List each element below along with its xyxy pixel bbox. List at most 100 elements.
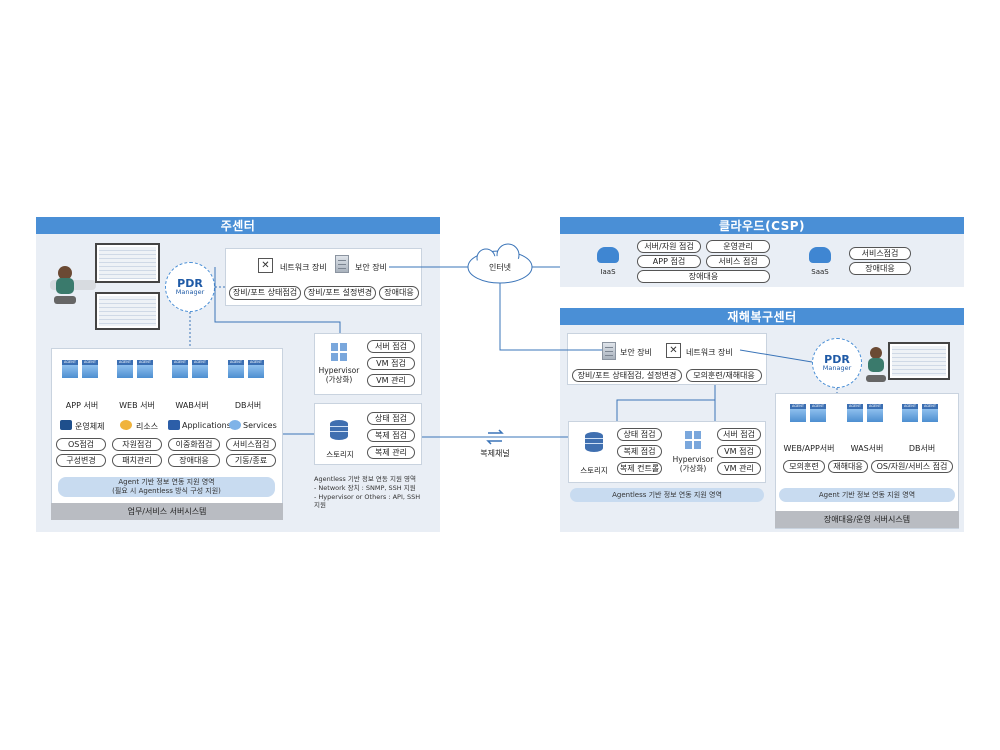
main-net-pill-incident: 장애대응 [379,286,419,300]
operator-chair [54,296,76,304]
main-st-pill-replica-check: 복제 점검 [367,429,415,442]
line-dr-net-down [616,385,716,421]
iaas-pill-server: 서버/자원 점검 [637,240,701,253]
dr-operator-body [868,358,884,372]
services-icon [229,420,241,430]
dr-pdr-manager-sub: Manager [822,363,852,372]
dr-network-switch-icon: ✕ [666,343,681,358]
main-pill-config-change: 구성변경 [56,454,106,467]
main-st-pill-replica-manage: 복제 관리 [367,446,415,459]
dr-pill-drill: 모의훈련 [783,460,825,473]
pdr-manager-main[interactable]: PDR Manager [165,262,215,312]
server-label-wab: WAB서버 [175,401,209,410]
dr-hv-pill-vm-manage: VM 관리 [717,462,761,475]
main-pill-incident: 장애대응 [168,454,220,467]
main-hv-pill-vm-manage: VM 관리 [367,374,415,387]
dr-storage-label: 스토리지 [580,466,608,475]
dashboard-monitor-top [95,243,160,283]
agent-server-icon: AGENT [810,404,826,422]
saas-pill-service: 서비스점검 [849,247,911,260]
line-internet-to-dr [499,280,602,351]
iaas-pill-ops: 운영관리 [706,240,770,253]
agent-server-icon: AGENT [137,360,153,378]
cloud-header: 클라우드(CSP) [560,217,964,234]
iaas-pill-incident: 장애대응 [637,270,770,283]
dr-pdr-manager-name: PDR [824,352,850,366]
operator-body [56,278,74,294]
dr-agent-bar: Agent 기반 정보 연동 지원 영역 [779,488,955,502]
iaas-label: IaaS [600,268,616,276]
agentless-note: Agentless 기반 정보 연동 지원 영역 - Network 장치 : … [314,475,421,510]
category-applications: Applications [182,421,231,430]
agent-server-icon: AGENT [62,360,78,378]
dr-net-pill-drill: 모의훈련/재해대응 [686,369,762,382]
dashboard-monitor-bottom [95,292,160,330]
category-resource: 리소스 [136,422,159,431]
main-pill-service-check: 서비스점검 [226,438,276,451]
main-pill-resource-check: 자원점검 [112,438,162,451]
pdr-manager-dr[interactable]: PDR Manager [812,338,862,388]
applications-icon [168,420,180,430]
dr-dashboard-monitor [888,342,950,380]
dr-net-device-label: 네트워크 장비 [686,348,733,357]
saas-cloud-icon [809,247,831,263]
dr-security-device-icon [602,342,616,360]
agent-server-icon: AGENT [847,404,863,422]
agent-server-icon: AGENT [172,360,188,378]
agent-server-icon: AGENT [867,404,883,422]
pdr-manager-sub: Manager [175,287,205,296]
replication-arrows-icon [486,429,504,445]
dr-gray-bar: 장애대응/운영 서버시스템 [775,511,959,528]
main-pill-patch: 패치관리 [112,454,162,467]
main-sec-device-label: 보안 장비 [355,263,387,272]
operator-illustration [50,262,100,308]
main-pill-redundancy-check: 이중화점검 [168,438,220,451]
dr-pill-os-check: OS/자원/서비스 점검 [871,460,953,473]
dr-operator-person [870,347,882,359]
internet-cloud-icon [467,243,533,284]
internet-label: 인터넷 [488,263,512,272]
agent-server-icon: AGENT [922,404,938,422]
iaas-pill-service: 서비스 점검 [706,255,770,268]
dr-net-pill-status: 장비/포트 상태점검, 설정변경 [572,369,682,382]
iaas-cloud-icon [597,247,619,263]
agent-server-icon: AGENT [790,404,806,422]
category-os: 운영체제 [75,422,105,431]
server-label-db: DB서버 [234,401,262,410]
dr-storage-icon [585,432,603,452]
dr-center-header: 재해복구센터 [560,308,964,325]
main-net-pill-status: 장비/포트 상태점검 [229,286,301,300]
dr-hv-pill-vm-check: VM 점검 [717,445,761,458]
dr-server-label-was: WAS서버 [850,444,884,453]
main-gray-bar: 업무/서비스 서버시스템 [51,503,283,520]
server-label-app: APP 서버 [65,401,99,410]
dr-sec-device-label: 보안 장비 [620,348,652,357]
agent-server-icon: AGENT [117,360,133,378]
operator-person [58,266,72,280]
dr-hypervisor-label: Hypervisor(가상화) [672,455,714,473]
agent-server-icon: AGENT [82,360,98,378]
main-net-pill-config: 장비/포트 설정변경 [304,286,376,300]
line-dr-net-to-pdr [739,349,813,363]
main-pill-os-check: OS점검 [56,438,106,451]
main-hypervisor-label: Hypervisor(가상화) [318,366,360,384]
saas-pill-incident: 장애대응 [849,262,911,275]
dr-st-pill-replica-check: 복제 점검 [617,445,662,458]
network-switch-icon: ✕ [258,258,273,273]
dr-server-label-db: DB서버 [908,444,936,453]
pdr-manager-name: PDR [177,276,203,290]
dr-hv-pill-server: 서버 점검 [717,428,761,441]
main-agent-bar-line1: Agent 기반 정보 연동 지원 영역 [118,478,215,487]
resource-icon [120,420,132,430]
main-agent-bar-line2: (필요 시 Agentless 방식 구성 지원) [112,487,221,495]
server-label-web: WEB 서버 [119,401,155,410]
category-services: Services [243,421,277,430]
dr-operator-chair [866,375,886,382]
main-pill-start-stop: 기동/종료 [226,454,276,467]
agent-server-icon: AGENT [902,404,918,422]
main-hv-pill-vm-check: VM 점검 [367,357,415,370]
main-st-pill-status: 상태 점검 [367,412,415,425]
dr-agentless-bar: Agentless 기반 정보 연동 지원 영역 [570,488,764,502]
main-storage-label: 스토리지 [326,450,354,459]
